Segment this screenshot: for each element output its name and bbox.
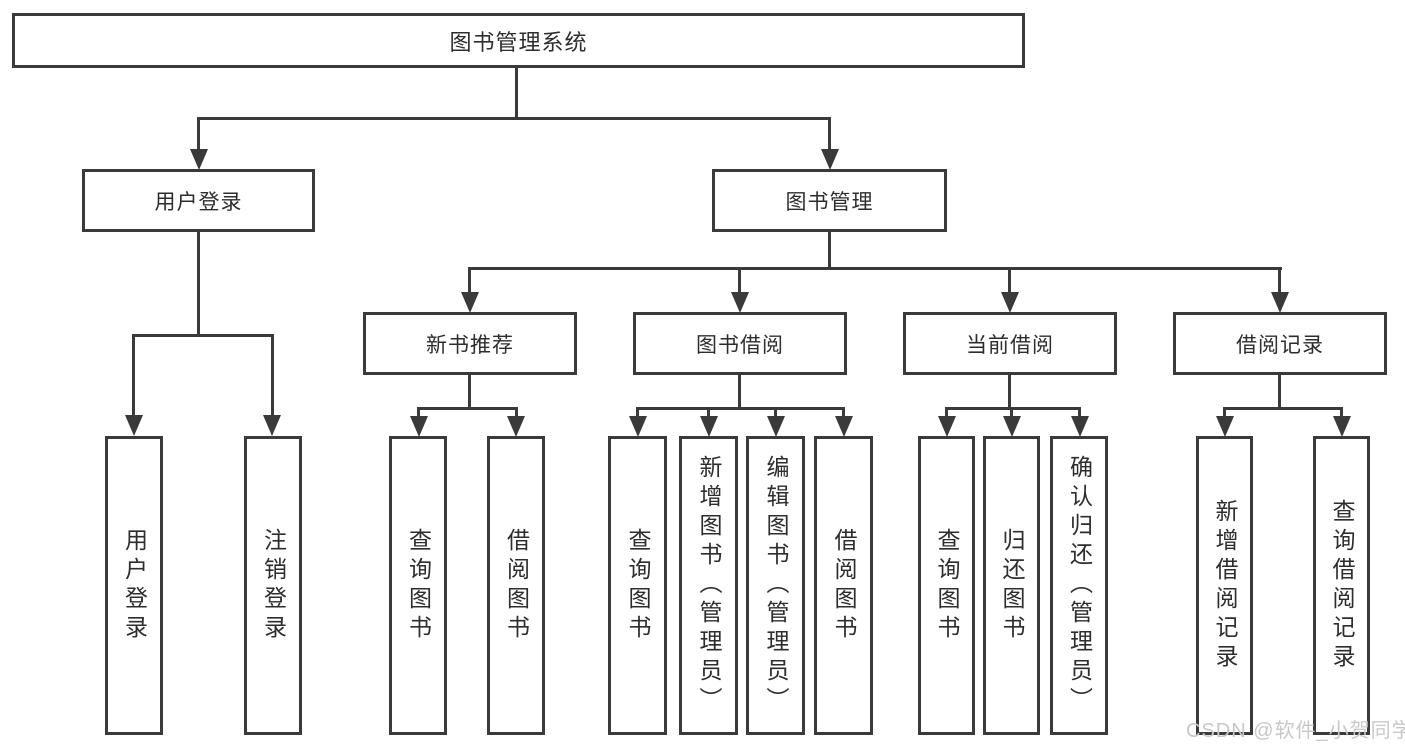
connector-bookmgmt-drop-2 [738, 267, 741, 295]
arrowhead [835, 416, 853, 437]
connector-g5-horizontal [1223, 407, 1342, 410]
connector-g4-drop-1 [945, 407, 948, 419]
connector-bookmgmt-stub [828, 232, 831, 270]
arrowhead [938, 416, 956, 437]
arrowhead [1001, 292, 1019, 313]
arrowhead [410, 416, 428, 437]
connector-g3-drop-1 [636, 407, 639, 419]
arrowhead [629, 416, 647, 437]
node-book-borrowing: 图书借阅 [633, 312, 847, 375]
connector-l1-drop-right [828, 117, 831, 153]
connector-bookmgmt-drop-3 [1008, 267, 1011, 295]
connector-g3-drop-3 [774, 407, 777, 419]
node-book-management: 图书管理 [712, 169, 947, 232]
node-label: 用户登录 [154, 190, 243, 214]
connector-g5-stub [1278, 375, 1281, 409]
leaf-logout-login: 注销登录 [244, 436, 302, 735]
connector-g3-stub [738, 375, 741, 409]
node-label: 借阅图书 [831, 527, 857, 644]
node-label: 借阅图书 [503, 527, 530, 644]
node-label: 查询借阅记录 [1329, 498, 1355, 673]
connector-bookmgmt-drop-1 [468, 267, 471, 295]
node-label: 图书管理 [785, 190, 874, 214]
arrowhead [1216, 416, 1234, 437]
node-label: 注销登录 [260, 527, 287, 644]
leaf-return-books: 归还图书 [983, 436, 1040, 735]
leaf-confirm-return-admin: 确认归还（管理员） [1050, 436, 1108, 735]
connector-g3-drop-4 [842, 407, 845, 419]
leaf-query-books-current: 查询图书 [918, 436, 975, 735]
leaf-user-login: 用户登录 [105, 436, 163, 735]
connector-userlogin-drop-1 [132, 334, 135, 418]
leaf-borrow-books-borrow: 借阅图书 [814, 436, 873, 735]
node-label: 新书推荐 [426, 333, 514, 357]
node-label: 图书借阅 [696, 333, 784, 357]
connector-g2-drop-2 [515, 407, 518, 419]
arrowhead [125, 415, 143, 436]
connector-g5-drop-2 [1340, 407, 1343, 419]
arrowhead [1271, 292, 1289, 313]
connector-userlogin-drop-2 [271, 334, 274, 418]
connector-g3-horizontal [636, 407, 845, 410]
leaf-add-borrow-record: 新增借阅记录 [1196, 436, 1253, 735]
node-label: 查询图书 [625, 527, 651, 644]
node-label: 确认归还（管理员） [1066, 455, 1093, 716]
connector-l1-horizontal [197, 117, 831, 120]
node-label: 查询图书 [405, 527, 432, 644]
node-label: 用户登录 [121, 527, 148, 644]
arrowhead [1333, 416, 1351, 437]
connector-userlogin-stub [197, 232, 200, 336]
leaf-query-books-borrow: 查询图书 [608, 436, 667, 735]
connector-g2-stub [468, 375, 471, 409]
connector-g4-stub [1008, 375, 1011, 409]
leaf-add-books-admin: 新增图书（管理员） [679, 436, 738, 735]
connector-g5-drop-1 [1223, 407, 1226, 419]
watermark: CSDN @软件_小贺同学 [1186, 720, 1405, 742]
arrowhead [190, 149, 208, 170]
arrowhead [700, 416, 718, 437]
connector-root-stub [515, 68, 518, 118]
node-current-borrowing: 当前借阅 [903, 312, 1117, 375]
node-label: 图书管理系统 [449, 29, 588, 55]
leaf-edit-books-admin: 编辑图书（管理员） [746, 436, 805, 735]
arrowhead [1003, 416, 1021, 437]
node-user-login: 用户登录 [82, 169, 315, 232]
node-label: 当前借阅 [966, 333, 1054, 357]
arrowhead [1071, 416, 1089, 437]
node-label: 新增图书（管理员） [696, 455, 722, 716]
connector-l1-drop-left [197, 117, 200, 153]
connector-g4-drop-2 [1010, 407, 1013, 419]
node-new-book-recommendation: 新书推荐 [363, 312, 577, 375]
arrowhead [821, 149, 839, 170]
connector-g2-drop-1 [417, 407, 420, 419]
arrowhead [507, 416, 525, 437]
connector-bookmgmt-horizontal [468, 267, 1282, 270]
node-label: 编辑图书（管理员） [763, 455, 789, 716]
node-borrowing-records: 借阅记录 [1173, 312, 1387, 375]
node-library-system: 图书管理系统 [12, 13, 1025, 68]
connector-g4-horizontal [945, 407, 1081, 410]
leaf-query-borrow-record: 查询借阅记录 [1313, 436, 1370, 735]
arrowhead [731, 292, 749, 313]
arrowhead [263, 415, 281, 436]
connector-bookmgmt-drop-4 [1278, 267, 1281, 295]
connector-userlogin-horizontal [132, 334, 274, 337]
connector-g3-drop-2 [707, 407, 710, 419]
node-label: 新增借阅记录 [1212, 498, 1238, 673]
node-label: 借阅记录 [1236, 333, 1324, 357]
connector-g4-drop-3 [1078, 407, 1081, 419]
arrowhead [767, 416, 785, 437]
node-label: 查询图书 [934, 527, 960, 644]
leaf-query-books-recommend: 查询图书 [389, 436, 447, 735]
leaf-borrow-books-recommend: 借阅图书 [487, 436, 545, 735]
arrowhead [461, 292, 479, 313]
connector-g2-horizontal [417, 407, 518, 410]
node-label: 归还图书 [999, 527, 1025, 644]
